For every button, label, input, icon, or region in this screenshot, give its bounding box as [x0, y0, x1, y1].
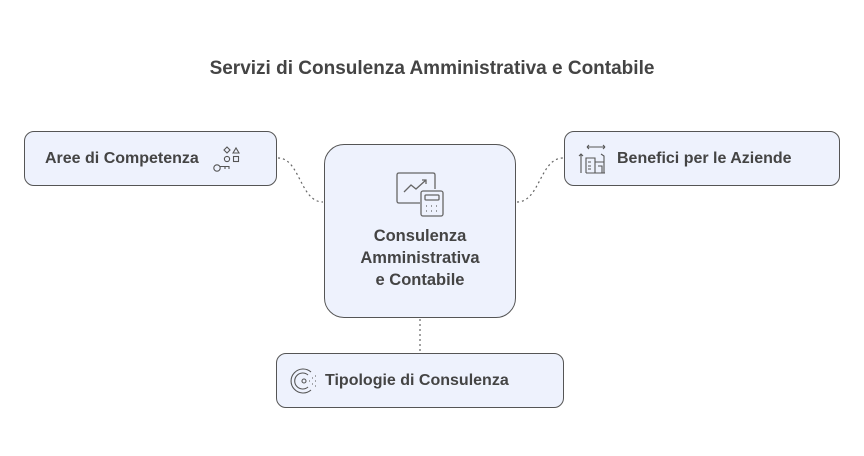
node-label: Tipologie di Consulenza	[325, 371, 509, 389]
building-growth-icon	[578, 144, 606, 174]
chart-calculator-icon	[396, 172, 444, 217]
node-label: Benefici per le Aziende	[617, 149, 792, 167]
shapes-key-icon	[213, 145, 240, 172]
node-aree-di-competenza[interactable]: Aree di Competenza	[24, 131, 277, 186]
node-benefici-per-le-aziende[interactable]: Benefici per le Aziende	[564, 131, 840, 186]
connector-left	[277, 157, 324, 203]
node-tipologie-di-consulenza[interactable]: Tipologie di Consulenza	[276, 353, 564, 408]
center-label-line-2: Amministrativa	[360, 249, 480, 267]
node-label: Aree di Competenza	[45, 149, 199, 167]
diagram-title: Servizi di Consulenza Amministrativa e C…	[209, 58, 655, 79]
center-label-line-3: e Contabile	[375, 271, 465, 289]
consul-icon	[290, 367, 316, 394]
node-central-consulenza[interactable]: Consulenza Amministrativa e Contabile	[324, 144, 516, 318]
connector-right	[516, 157, 564, 203]
center-label-line-1: Consulenza	[373, 227, 467, 245]
